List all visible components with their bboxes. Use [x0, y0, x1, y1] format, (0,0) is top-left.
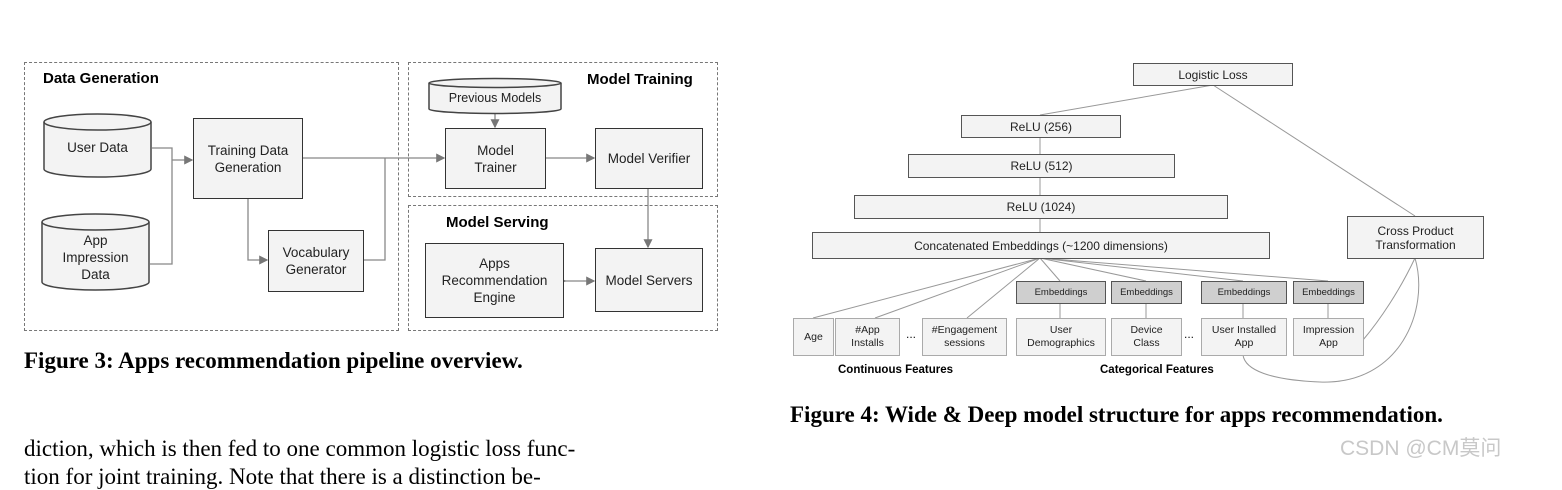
model-verifier-box: Model Verifier: [595, 128, 703, 189]
embeddings-box: Embeddings: [1016, 281, 1106, 304]
line-concat-to-app-installs: [874, 257, 1041, 319]
vocabulary-generator-box: Vocabulary Generator: [268, 230, 364, 292]
model-trainer-box: Model Trainer: [445, 128, 546, 189]
database-icon: [41, 213, 150, 291]
line-concat-to-engagement: [966, 257, 1041, 319]
apps-recommendation-engine-box: Apps Recommendation Engine: [425, 243, 564, 318]
body-text-line: diction, which is then fed to one common…: [24, 436, 576, 461]
figure4-connectors: [812, 84, 1420, 383]
line-concat-to-emb4: [1039, 257, 1329, 282]
line-cross-to-installed-app: [1242, 257, 1420, 383]
embeddings-box: Embeddings: [1293, 281, 1364, 304]
database-icon: [43, 113, 152, 178]
app-impression-data-label: App Impression Data: [62, 232, 129, 282]
feature-user-installed-app: User Installed App: [1201, 318, 1287, 356]
relu-512-box: ReLU (512): [908, 154, 1175, 178]
training-data-generation-box: Training Data Generation: [193, 118, 303, 199]
model-serving-section: [408, 205, 718, 331]
line-concat-to-emb3: [1039, 257, 1244, 282]
line-concat-to-age: [812, 257, 1041, 319]
model-training-section: [408, 62, 718, 197]
line-cross-to-impression-app: [1362, 257, 1416, 341]
model-servers-box: Model Servers: [595, 248, 703, 312]
data-generation-section: [24, 62, 399, 331]
previous-models-label: Previous Models: [448, 90, 542, 105]
model-training-label: Model Training: [587, 71, 693, 88]
database-icon: [428, 77, 562, 115]
user-data-db: User Data: [43, 113, 152, 178]
feature-device-class: Device Class: [1111, 318, 1182, 356]
categorical-features-label: Categorical Features: [1100, 364, 1214, 376]
feature-user-demographics: User Demographics: [1016, 318, 1106, 356]
cross-product-box: Cross Product Transformation: [1347, 216, 1484, 259]
line-loss-to-relu256: [1039, 84, 1214, 116]
line-concat-to-emb2: [1039, 257, 1147, 282]
embeddings-box: Embeddings: [1111, 281, 1182, 304]
previous-models-db: Previous Models: [428, 77, 562, 115]
body-text-line: tion for joint training. Note that there…: [24, 464, 541, 489]
line-loss-to-cross: [1212, 84, 1416, 217]
relu-256-box: ReLU (256): [961, 115, 1121, 138]
model-serving-label: Model Serving: [446, 214, 549, 231]
arrow-tdg-to-vocab: [247, 198, 269, 265]
embeddings-box: Embeddings: [1201, 281, 1287, 304]
feature-engagement-sessions: #Engagement sessions: [922, 318, 1007, 356]
concatenated-embeddings-box: Concatenated Embeddings (~1200 dimension…: [812, 232, 1270, 259]
figure3-connectors: [150, 113, 653, 286]
continuous-features-label: Continuous Features: [838, 364, 954, 376]
feature-impression-app: Impression App: [1293, 318, 1364, 356]
relu-1024-box: ReLU (1024): [854, 195, 1228, 219]
data-generation-label: Data Generation: [43, 70, 159, 87]
line-concat-to-emb1: [1039, 257, 1061, 282]
watermark: CSDN @CM莫问: [1340, 437, 1502, 460]
arrow-user-data-to-tdg: [150, 147, 192, 265]
logistic-loss-box: Logistic Loss: [1133, 63, 1293, 86]
continuous-ellipsis: ...: [906, 327, 917, 341]
app-impression-data-db: App Impression Data: [41, 213, 150, 291]
user-data-label: User Data: [67, 140, 128, 155]
feature-age: Age: [793, 318, 834, 356]
line-vocab-to-trainer: [363, 158, 386, 261]
figure4-caption: Figure 4: Wide & Deep model structure fo…: [790, 402, 1443, 427]
categorical-ellipsis: ...: [1184, 327, 1195, 341]
figure3-caption: Figure 3: Apps recommendation pipeline o…: [24, 348, 523, 373]
feature-app-installs: #App Installs: [835, 318, 900, 356]
